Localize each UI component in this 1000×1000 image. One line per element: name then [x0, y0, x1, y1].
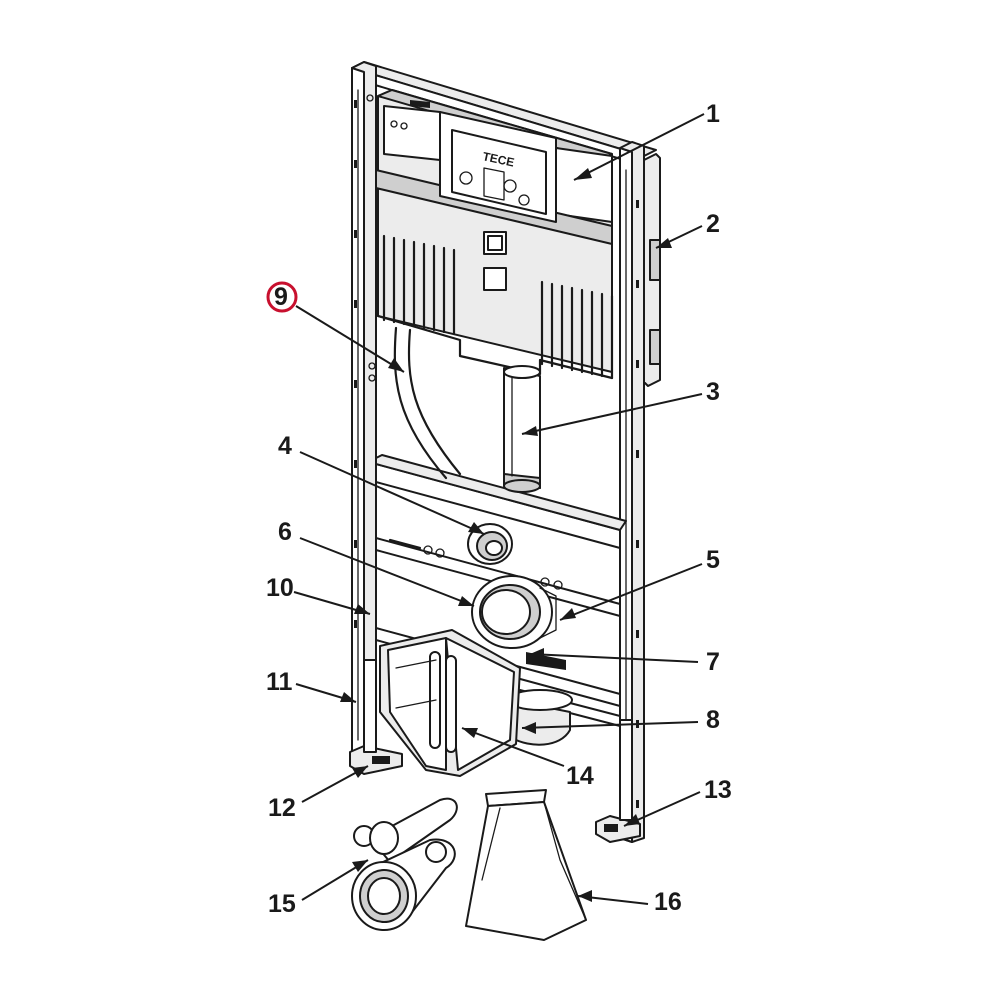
- callout-14: 14: [566, 762, 594, 790]
- callout-10: 10: [266, 574, 294, 602]
- highlight-ring: [266, 281, 298, 313]
- callout-11: 11: [266, 668, 293, 696]
- callout-7: 7: [706, 648, 720, 676]
- callout-9: 9: [274, 283, 288, 311]
- connection-set-15: [351, 797, 458, 931]
- waste-connection-6: [471, 575, 557, 649]
- brand-mark: TECE: [481, 149, 515, 169]
- connection-hose: [393, 326, 462, 480]
- callout-16: 16: [654, 888, 682, 916]
- callout-12: 12: [268, 794, 296, 822]
- callout-4: 4: [278, 432, 292, 460]
- callout-3: 3: [706, 378, 720, 406]
- protective-cover-16: [465, 789, 587, 941]
- callout-1: 1: [706, 100, 720, 128]
- callout-6: 6: [278, 518, 292, 546]
- flush-pipe: [503, 365, 541, 493]
- callout-15: 15: [268, 890, 296, 918]
- protective-cap: [379, 629, 521, 777]
- callout-8: 8: [706, 706, 720, 734]
- callout-2: 2: [706, 210, 720, 238]
- water-connection-4: [467, 523, 513, 565]
- callout-numbers: 1 2 3 4 5 6 7 8 9 10 11 12 13 14 15 16: [266, 100, 732, 918]
- cistern: TECE: [375, 89, 614, 380]
- callout-13: 13: [704, 776, 732, 804]
- mounting-frame: [349, 61, 661, 843]
- callout-leaders: [293, 113, 705, 905]
- callout-5: 5: [706, 546, 720, 574]
